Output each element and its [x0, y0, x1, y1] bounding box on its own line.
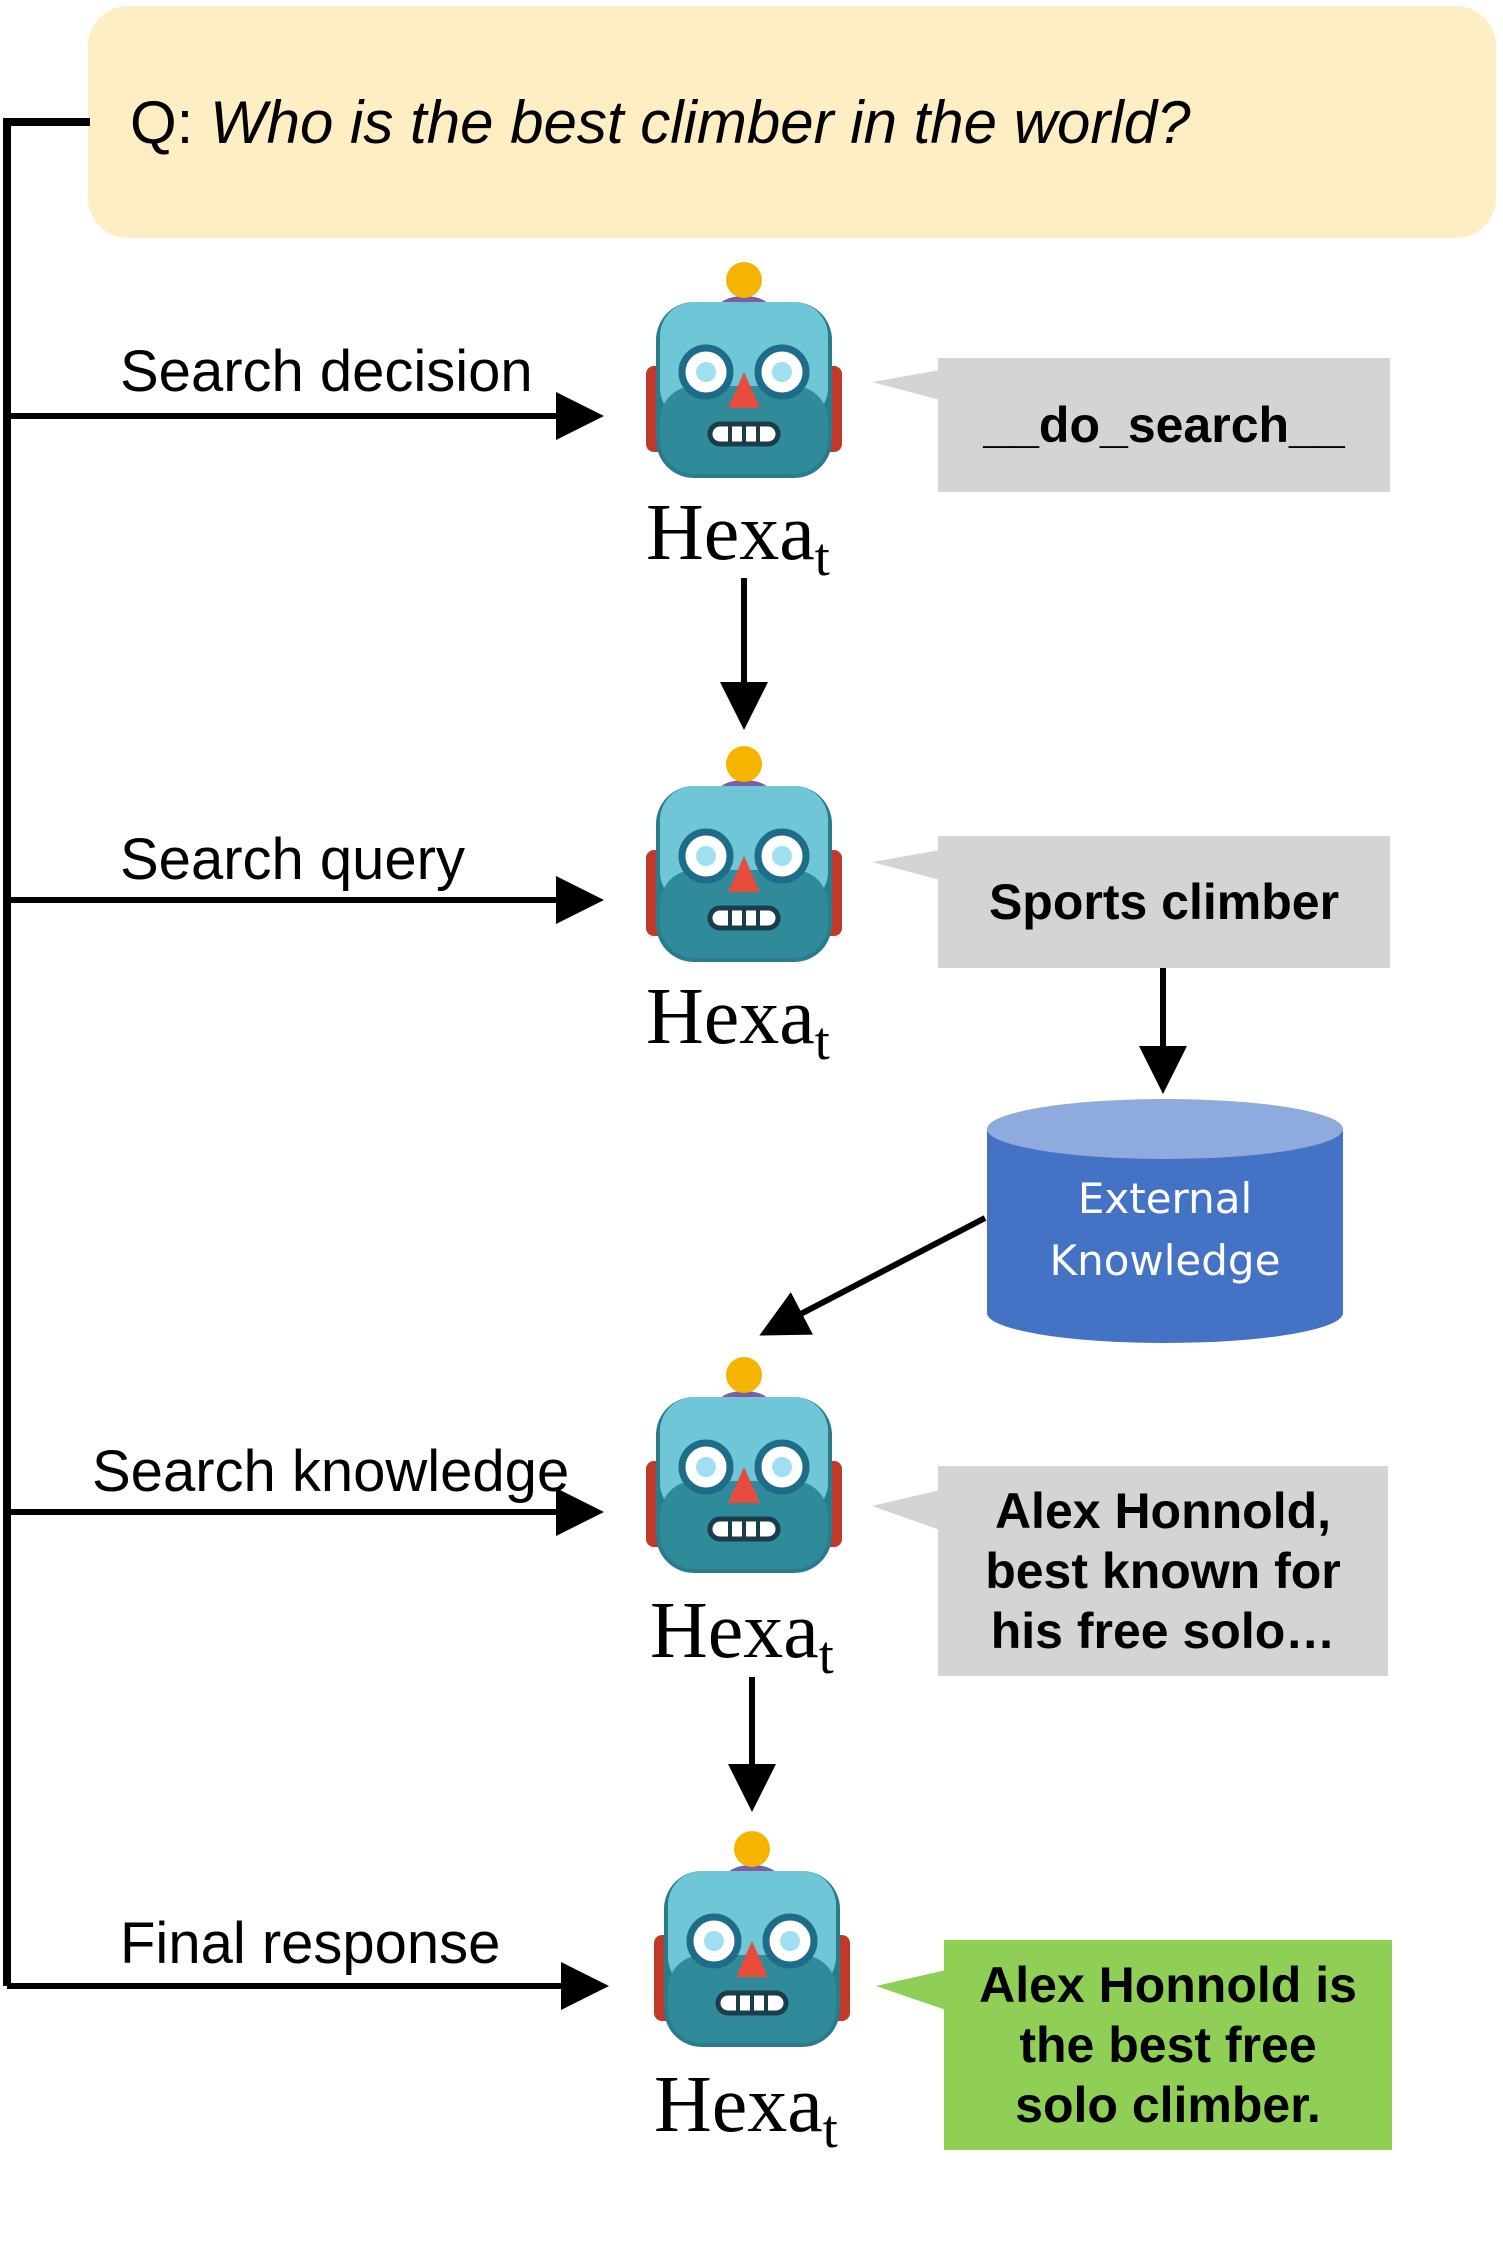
- model-label-2: Hexat: [646, 973, 830, 1071]
- bubble-text-search-query: Sports climber: [988, 874, 1340, 930]
- arrow-database-to-model: [759, 1215, 987, 1336]
- bubble-text-final-response: Alex Honnold is the best free solo climb…: [979, 1957, 1357, 2133]
- bubble-search-knowledge: [872, 1466, 1388, 1676]
- question-box: [88, 6, 1496, 238]
- step-label-final-response: Final response: [120, 1911, 501, 1976]
- robot-icon-4: [654, 1831, 850, 2047]
- model-label-1: Hexat: [646, 489, 830, 587]
- question-body: Who is the best climber in the world?: [210, 89, 1191, 156]
- question-prefix: Q:: [130, 89, 211, 156]
- robot-icon-3: [646, 1357, 842, 1573]
- robot-icon-1: [646, 262, 842, 478]
- bubble-search-decision: [872, 358, 1390, 492]
- bubble-final-response: [876, 1940, 1392, 2150]
- model-label-4: Hexat: [654, 2061, 838, 2159]
- step-label-search-knowledge: Search knowledge: [92, 1439, 570, 1504]
- model-label-3: Hexat: [650, 1587, 834, 1685]
- bubble-text-search-knowledge: Alex Honnold, best known for his free so…: [985, 1483, 1341, 1659]
- question-text: Q: Who is the best climber in the world?: [130, 88, 1190, 157]
- robot-icon-2: [646, 746, 842, 962]
- bubble-text-search-decision: __do_search__: [983, 397, 1345, 453]
- external-knowledge-database: [987, 1099, 1343, 1343]
- step-label-search-decision: Search decision: [120, 339, 533, 404]
- bubble-search-query: [872, 836, 1390, 968]
- step-label-search-query: Search query: [120, 827, 465, 892]
